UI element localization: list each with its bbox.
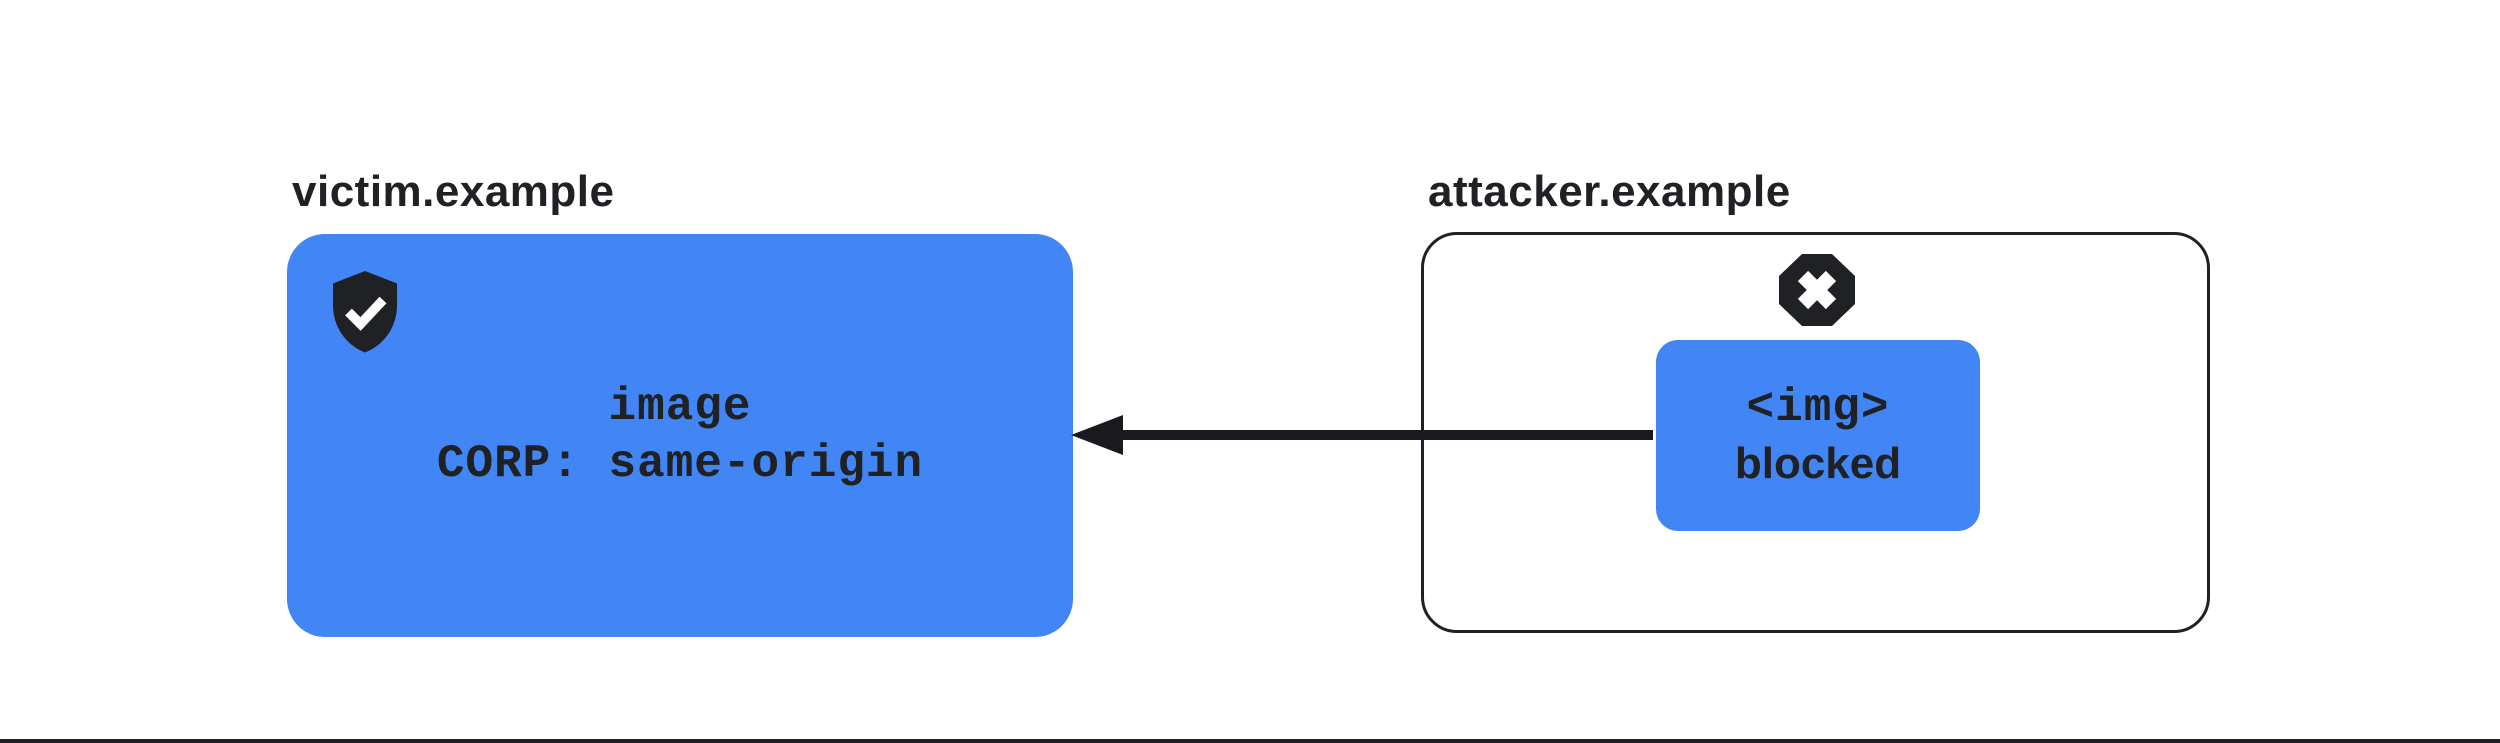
victim-origin-box: image CORP: same-origin [287,234,1073,637]
request-arrow [1071,415,1653,455]
victim-origin-label: victim.example [292,167,615,216]
victim-resource-line-2: CORP: same-origin [436,437,924,490]
request-blocked-text: blocked [1734,438,1902,488]
blocked-request-chip: <img> blocked [1656,340,1980,531]
attacker-origin-label: attacker.example [1428,167,1791,216]
victim-resource-line-1: image [608,380,752,433]
bottom-divider-rule [0,739,2500,743]
request-img-tag-text: <img> [1746,381,1890,434]
attacker-origin-box: <img> blocked [1421,232,2210,633]
blocked-octagon-icon [1778,253,1856,327]
shield-check-icon [327,270,403,354]
